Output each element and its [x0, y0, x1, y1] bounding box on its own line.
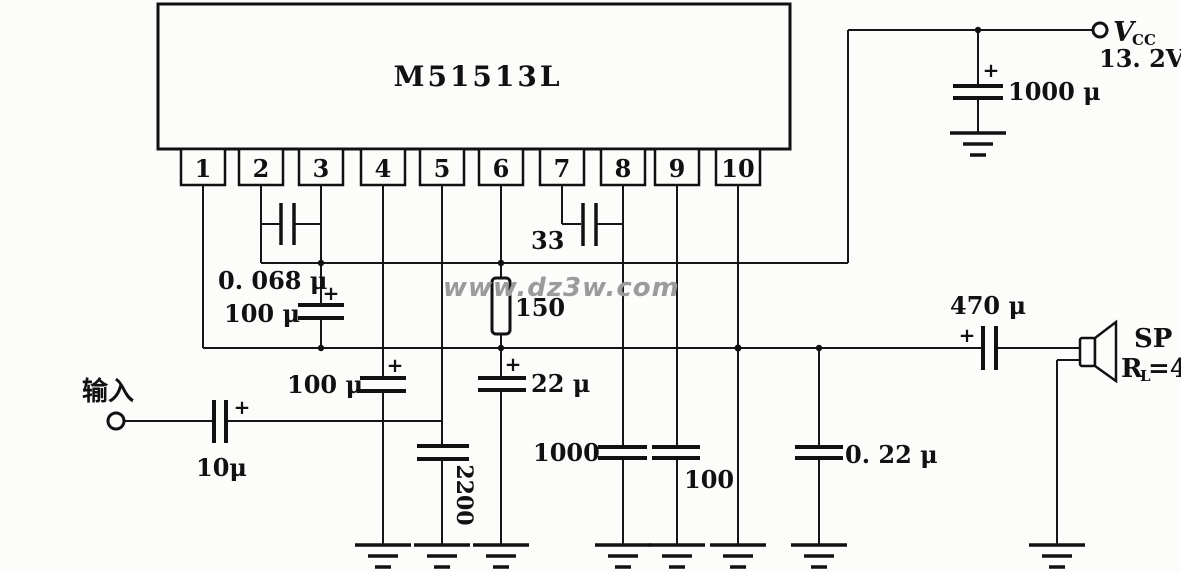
cap-100-pin9-symbol — [652, 445, 700, 460]
cap-1000-symbol — [598, 445, 647, 460]
plus-cap100u-pin4: + — [387, 353, 404, 377]
label-cap-10u: 10μ — [196, 453, 247, 482]
pin-box-5 — [418, 147, 466, 187]
ground-pin10 — [710, 543, 766, 569]
label-cap-470u: 470 μ — [950, 291, 1026, 320]
pin-label-1: 1 — [195, 154, 212, 183]
label-cap-1000: 1000 — [533, 438, 600, 467]
ground-cap1000u — [950, 131, 1006, 157]
label-cap-0068: 0. 068 μ — [218, 266, 327, 295]
speaker-load-symbol: R — [1121, 354, 1143, 384]
cap-2200-symbol — [417, 444, 469, 461]
vcc-subscript: CC — [1132, 31, 1156, 49]
pin-label-9: 9 — [669, 154, 686, 183]
junction-pin6-bus — [497, 259, 505, 267]
label-cap-33: 33 — [531, 226, 564, 255]
vcc-terminal — [1091, 21, 1109, 39]
wires — [125, 29, 1093, 545]
label-cap-100u-pin4: 100 μ — [287, 370, 363, 399]
vcc-voltage: 13. 2V — [1099, 44, 1181, 73]
ic-body — [156, 2, 792, 151]
label-cap-022: 0. 22 μ — [845, 440, 938, 469]
pin-label-10: 10 — [721, 154, 754, 183]
pin-box-3 — [297, 147, 345, 187]
speaker-load-value: =4 — [1148, 354, 1181, 384]
polarity-marks: + + + + + + — [234, 58, 1000, 419]
ground-pin9 — [649, 543, 705, 569]
plus-cap1000u: + — [983, 58, 1000, 82]
cap-1000u-symbol — [953, 84, 1003, 100]
ground-pin8 — [595, 543, 651, 569]
pin-label-5: 5 — [434, 154, 451, 183]
label-cap-2200: 2200 — [451, 464, 477, 525]
cap-470u-symbol — [981, 326, 998, 370]
speaker-load-subscript: L — [1140, 367, 1151, 385]
label-cap-100u-pin3: 100 μ — [224, 299, 300, 328]
pin-label-3: 3 — [313, 154, 330, 183]
input-label: 输入 — [82, 376, 134, 407]
labels: 0. 068 μ 100 μ 100 μ 10μ 2200 150 22 μ 3… — [196, 77, 1101, 526]
plus-cap10u: + — [234, 395, 251, 419]
watermark: www.dz3w.com — [443, 273, 680, 303]
resistor-150-symbol — [490, 276, 512, 336]
ic-part-number: M51513L — [393, 60, 562, 93]
plus-cap100u-pin3: + — [323, 281, 340, 305]
junction-cap1000u-vcc — [974, 26, 982, 34]
junction-pin6-output — [497, 344, 505, 352]
pin-label-8: 8 — [615, 154, 632, 183]
label-cap-100-pin9: 100 — [684, 465, 734, 494]
pin-box-9 — [653, 147, 701, 187]
vcc-symbol: V — [1113, 17, 1137, 48]
ground-pin5 — [414, 543, 470, 569]
cap-22u-symbol — [478, 376, 526, 392]
cap-0068-symbol — [279, 203, 296, 245]
junction-pin10-output — [734, 344, 742, 352]
junction-cap022-output — [815, 344, 823, 352]
pin-label-4: 4 — [375, 154, 392, 183]
grounds — [355, 131, 1085, 569]
capacitors — [212, 84, 1003, 461]
pin-label-2: 2 — [253, 154, 270, 183]
cap-33-symbol — [581, 203, 598, 246]
vcc-label: V CC 13. 2V — [1099, 17, 1181, 73]
pin-box-7 — [538, 147, 586, 187]
label-res-150: 150 — [515, 293, 565, 322]
input-terminal — [106, 411, 126, 431]
cap-10u-symbol — [212, 400, 228, 443]
plus-cap470u: + — [959, 323, 976, 347]
ground-pin6 — [473, 543, 529, 569]
junction-pin3-output — [317, 344, 325, 352]
pin-label-7: 7 — [554, 154, 571, 183]
junction-dots — [317, 26, 982, 352]
cap-100u-pin4-symbol — [360, 376, 406, 393]
cap-022-symbol — [795, 445, 843, 460]
pin-row: 1 2 3 4 5 6 7 8 9 10 — [179, 147, 762, 187]
plus-cap22u: + — [505, 352, 522, 376]
speaker-label: SP R L =4 — [1121, 324, 1181, 385]
speaker-name: SP — [1134, 324, 1172, 354]
speaker-icon — [1078, 319, 1118, 384]
label-cap-1000u: 1000 μ — [1008, 77, 1101, 106]
ground-pin4 — [355, 543, 411, 569]
ground-cap022 — [791, 543, 847, 569]
label-cap-22u: 22 μ — [531, 369, 590, 398]
junction-pin3-bus — [317, 259, 325, 267]
pin-label-6: 6 — [493, 154, 510, 183]
ground-speaker — [1029, 543, 1085, 569]
cap-100u-pin3-symbol — [298, 303, 344, 320]
